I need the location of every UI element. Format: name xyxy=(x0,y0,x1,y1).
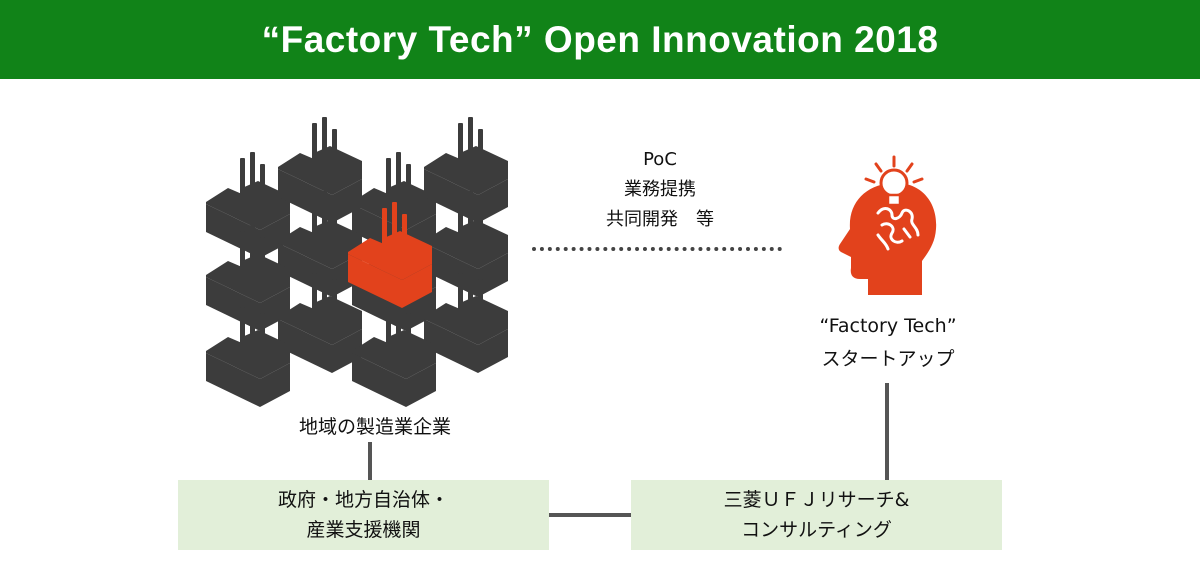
connector-government-to-consulting xyxy=(549,513,631,517)
factory-icon xyxy=(424,117,508,223)
factory-icon xyxy=(206,152,290,258)
collab-poc: PoC xyxy=(643,149,677,170)
government-box: 政府・地方自治体・ 産業支援機関 xyxy=(178,480,549,550)
factory-icon xyxy=(278,117,362,223)
collab-partnership: 業務提携 xyxy=(624,179,696,200)
government-line-2: 産業支援機関 xyxy=(306,519,421,541)
startup-label: “Factory Tech” スタートアップ xyxy=(770,310,1006,376)
consulting-line-2: コンサルティング xyxy=(741,519,892,541)
consulting-line-1: 三菱ＵＦＪリサーチ& xyxy=(723,489,910,511)
factory-cluster xyxy=(206,117,508,407)
head-with-lightbulb-icon xyxy=(838,155,937,295)
startup-name: “Factory Tech” xyxy=(819,315,957,337)
dotted-connector xyxy=(532,247,782,251)
connector-startup-to-consulting xyxy=(885,383,889,480)
government-line-1: 政府・地方自治体・ xyxy=(277,489,449,511)
page-title: “Factory Tech” Open Innovation 2018 xyxy=(261,18,939,60)
connector-local-to-government xyxy=(368,442,372,480)
title-banner: “Factory Tech” Open Innovation 2018 xyxy=(0,0,1200,79)
local-companies-label: 地域の製造業企業 xyxy=(298,416,451,438)
consulting-box: 三菱ＵＦＪリサーチ& コンサルティング xyxy=(631,480,1002,550)
collab-joint-development: 共同開発 等 xyxy=(606,209,714,230)
startup-type: スタートアップ xyxy=(821,348,955,370)
collaboration-labels: PoC 業務提携 共同開発 等 xyxy=(560,145,760,235)
